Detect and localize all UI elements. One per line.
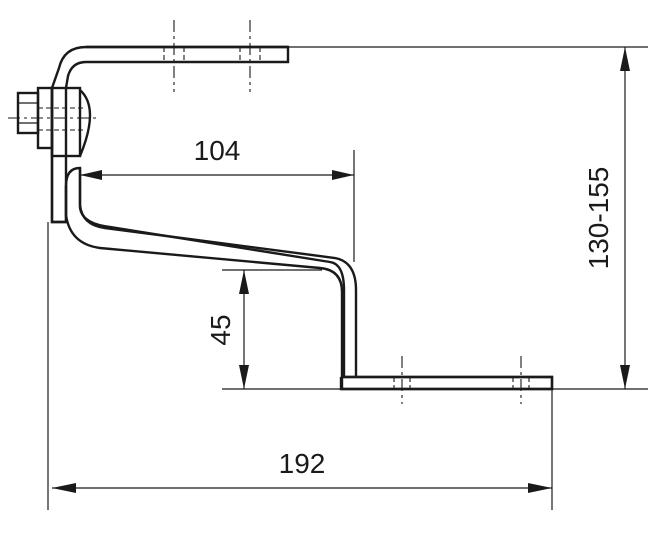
bolt-assembly <box>8 86 96 158</box>
dimension-104: 104 <box>80 135 354 180</box>
dim-130-155-arrow-top <box>620 47 630 71</box>
dim-104-arrow-left <box>80 170 102 180</box>
hole-centerlines <box>163 20 530 404</box>
top-flange <box>86 45 290 64</box>
dim-192-arrow-left <box>52 483 76 493</box>
diagonal-arm-top <box>78 168 358 377</box>
diagonal-arm-bottom <box>64 186 344 377</box>
bottom-foot-plate <box>340 375 554 391</box>
dim-104-arrow-right <box>332 170 354 180</box>
dim-45-arrow-top <box>239 270 249 294</box>
washer-dome <box>78 89 92 157</box>
bracket-body <box>50 45 554 391</box>
top-bend-inner <box>64 60 87 89</box>
dim-104-label: 104 <box>194 135 241 166</box>
dim-130-155-label: 130-155 <box>583 167 614 270</box>
dim-45-arrow-bottom <box>239 365 249 389</box>
dimension-130-155: 130-155 <box>583 47 630 389</box>
dim-192-label: 192 <box>279 448 326 479</box>
dim-45-label: 45 <box>205 314 236 345</box>
extension-lines <box>47 46 648 510</box>
bolt-head <box>16 91 40 135</box>
dimension-192: 192 <box>52 448 552 493</box>
clamp-block <box>50 86 82 158</box>
dim-192-arrow-right <box>528 483 552 493</box>
dim-130-155-arrow-bottom <box>620 365 630 389</box>
bracket-outer-profile <box>50 45 554 391</box>
dimension-45: 45 <box>205 270 249 389</box>
